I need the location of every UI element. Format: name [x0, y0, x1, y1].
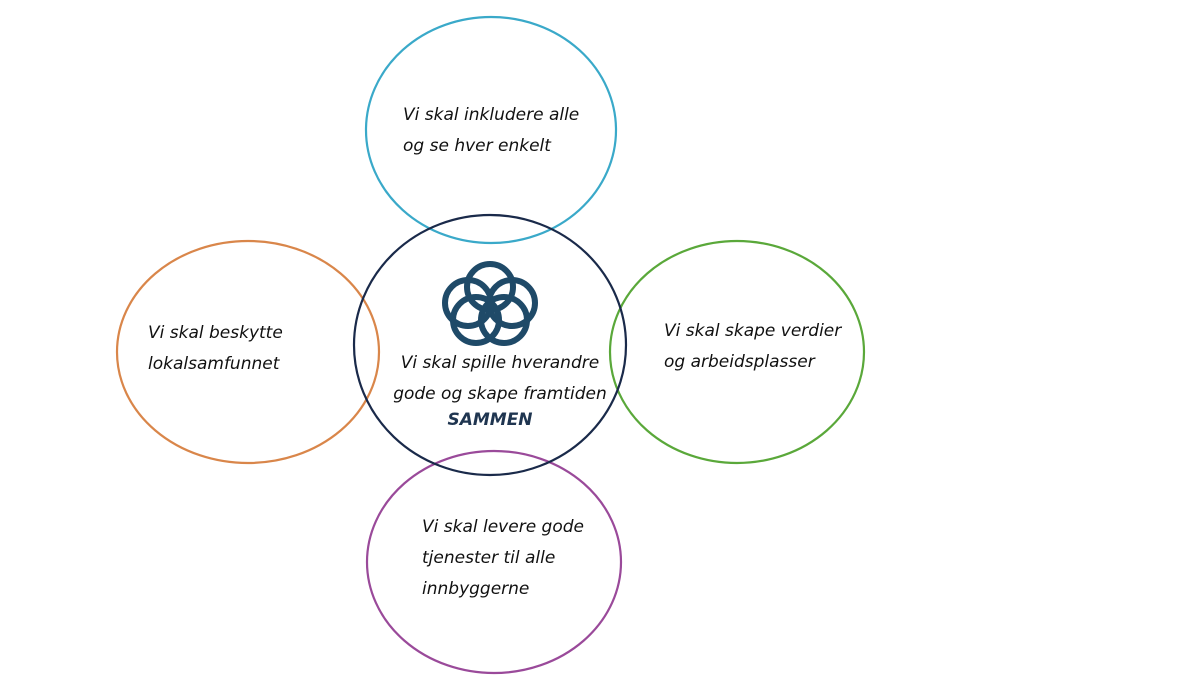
logo-ring-left	[442, 277, 494, 329]
circle-left-label: Vi skal beskytte lokalsamfunnet	[148, 323, 283, 374]
circle-left	[115, 239, 381, 465]
five-rings-logo-icon	[442, 261, 538, 346]
circle-top	[364, 15, 618, 245]
circle-right-label: Vi skal skape verdier og arbeidsplasser	[664, 321, 842, 372]
circle-center-label: Vi skal spille hverandre gode og skape f…	[393, 353, 607, 404]
center-emphasis-word: SAMMEN	[447, 410, 533, 430]
circle-right	[608, 239, 866, 465]
circle-center	[352, 213, 628, 477]
circle-top-label: Vi skal inkludere alle og se hver enkelt	[403, 105, 580, 156]
circle-bottom-label: Vi skal levere gode tjenester til alle i…	[422, 517, 584, 599]
circle-bottom	[365, 449, 623, 675]
